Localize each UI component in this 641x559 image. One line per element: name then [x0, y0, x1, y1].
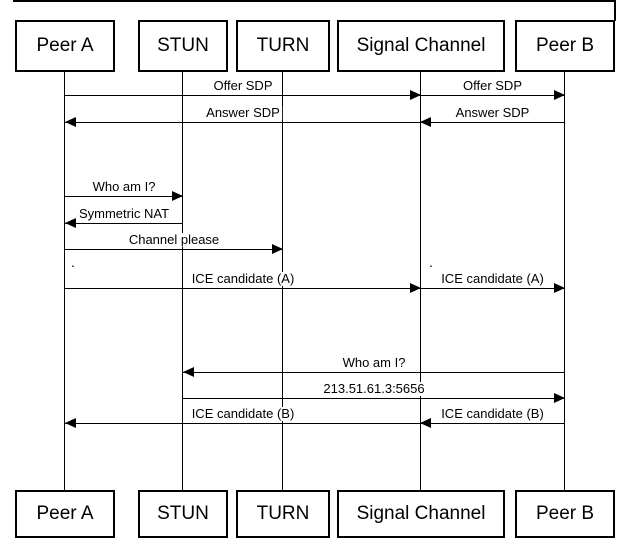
arrow-line: [65, 249, 283, 250]
arrowhead-left-icon: [183, 367, 194, 377]
message-label: Who am I?: [90, 179, 158, 194]
message-label: ICE candidate (A): [189, 271, 297, 286]
arrowhead-right-icon: [172, 191, 183, 201]
arrowhead-left-icon: [65, 418, 76, 428]
actor-label: Signal Channel: [356, 35, 486, 56]
message-label: Offer SDP: [460, 78, 525, 93]
actor-top-turn: TURN: [236, 20, 330, 72]
arrow-line: [65, 223, 183, 224]
actor-top-signal-channel: Signal Channel: [337, 20, 505, 72]
frame-border-drop: [614, 0, 616, 21]
message-label: ICE candidate (A): [439, 271, 546, 286]
actor-top-peer-b: Peer B: [515, 20, 615, 72]
arrowhead-right-icon: [554, 393, 565, 403]
arrow-line: [420, 95, 565, 96]
arrowhead-right-icon: [410, 90, 421, 100]
lifeline-peer-b: [564, 71, 565, 491]
message-label: ICE candidate (B): [189, 406, 297, 421]
message-label: ICE candidate (B): [439, 406, 546, 421]
dot-artifact-right: .: [429, 254, 433, 270]
arrow-line: [65, 288, 421, 289]
actor-label: Signal Channel: [356, 503, 486, 524]
actor-label: Peer B: [535, 35, 595, 56]
arrowhead-left-icon: [65, 117, 76, 127]
frame-border-top: [13, 0, 615, 2]
arrow-line: [65, 95, 421, 96]
arrowhead-left-icon: [420, 117, 431, 127]
actor-bottom-peer-a: Peer A: [15, 490, 115, 538]
lifeline-signal-channel: [420, 71, 421, 491]
arrow-line: [420, 423, 565, 424]
message-label: Answer SDP: [453, 105, 532, 120]
arrowhead-right-icon: [554, 90, 565, 100]
arrowhead-left-icon: [420, 418, 431, 428]
actor-bottom-peer-b: Peer B: [515, 490, 615, 538]
actor-label: Peer A: [36, 35, 94, 56]
arrow-line: [183, 372, 565, 373]
actor-bottom-stun: STUN: [138, 490, 228, 538]
arrowhead-right-icon: [554, 283, 565, 293]
message-label: Channel please: [126, 232, 222, 247]
actor-label: TURN: [256, 35, 310, 56]
lifeline-stun: [182, 71, 183, 491]
actor-top-peer-a: Peer A: [15, 20, 115, 72]
message-label: Answer SDP: [204, 105, 282, 120]
arrow-line: [420, 288, 565, 289]
dot-artifact-left: .: [71, 254, 75, 270]
actor-bottom-signal-channel: Signal Channel: [337, 490, 505, 538]
arrowhead-right-icon: [272, 244, 283, 254]
arrow-line: [65, 196, 183, 197]
actor-label: Peer B: [535, 503, 595, 524]
message-label: Offer SDP: [211, 78, 275, 93]
arrowhead-left-icon: [65, 218, 76, 228]
arrow-line: [65, 423, 421, 424]
lifeline-peer-a: [64, 71, 65, 491]
message-label: Symmetric NAT: [76, 206, 172, 221]
actor-label: Peer A: [36, 503, 94, 524]
actor-label: STUN: [157, 35, 209, 56]
actor-bottom-turn: TURN: [236, 490, 330, 538]
arrow-line: [65, 122, 421, 123]
actor-top-stun: STUN: [138, 20, 228, 72]
actor-label: TURN: [256, 503, 310, 524]
arrowhead-right-icon: [410, 283, 421, 293]
arrow-line: [420, 122, 565, 123]
arrow-line: [183, 398, 565, 399]
message-label: 213.51.61.3:5656: [321, 381, 427, 396]
actor-label: STUN: [157, 503, 209, 524]
message-label: Who am I?: [340, 355, 408, 370]
